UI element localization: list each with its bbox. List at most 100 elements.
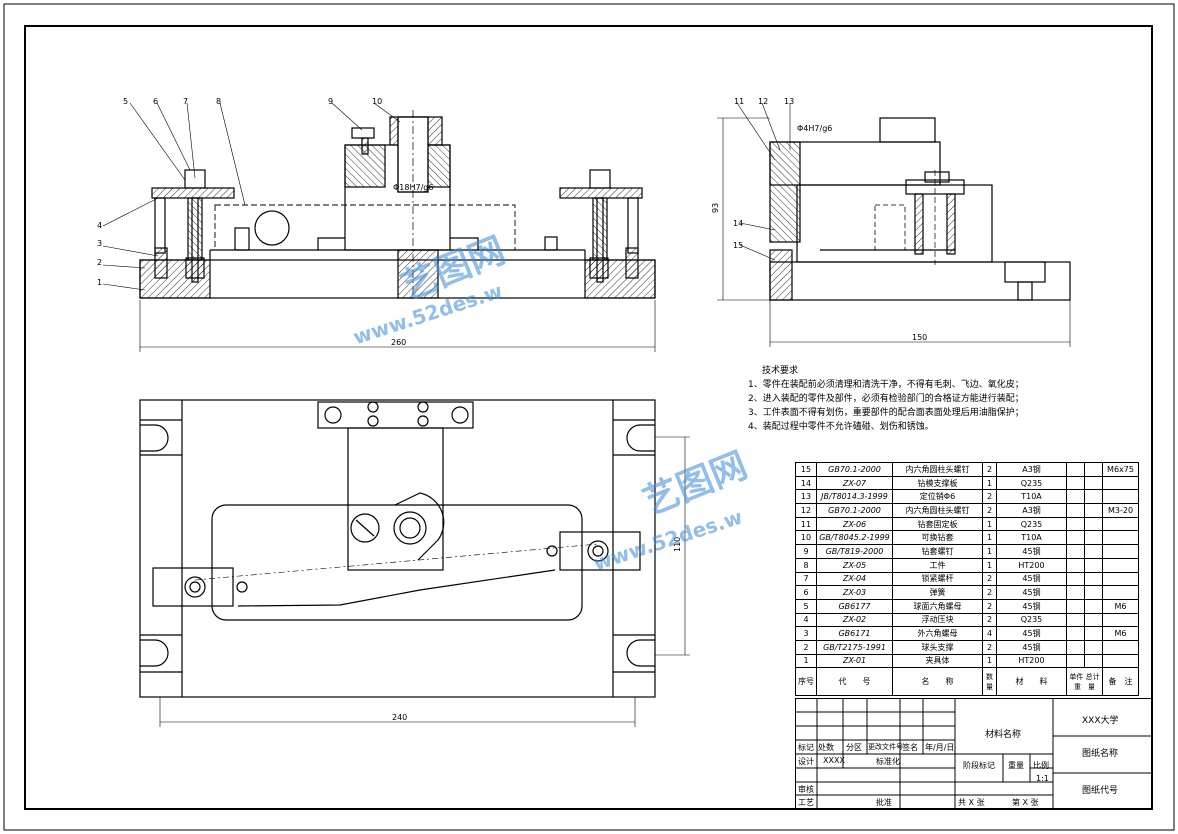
tb-standard: 标准化 — [876, 757, 900, 766]
tb-process: 工艺 — [798, 798, 814, 807]
side-view — [717, 102, 1071, 347]
tb-date: 年/月/日 — [925, 743, 955, 752]
bom-cell-total-weight — [1084, 626, 1103, 641]
bom-cell-note — [1102, 489, 1139, 505]
bom-cell-unit-weight — [1066, 462, 1085, 477]
balloon-6: 6 — [153, 97, 158, 106]
tech-item: 2、进入装配的零件及部件，必须有检验部门的合格证方能进行装配； — [748, 394, 1024, 404]
technical-requirements: 技术要求 1、零件在装配前必须清理和清洗干净，不得有毛刺、飞边、氧化皮； 2、进… — [748, 364, 1024, 434]
tb-drawing-code: 图纸代号 — [1082, 786, 1119, 796]
bom-cell-code: ZX-01 — [816, 653, 893, 669]
tb-sheets: 共 X 张 — [958, 798, 985, 807]
bom-cell-qty: 1 — [982, 475, 997, 491]
bom-cell-total-weight — [1084, 516, 1103, 532]
bom-cell-unit-weight — [1066, 571, 1085, 587]
bom-cell-material: Q235 — [996, 475, 1067, 491]
bom-header-code: 代 号 — [816, 667, 893, 697]
bom-cell-note: M3-20 — [1102, 503, 1139, 518]
bom-cell-material: HT200 — [996, 653, 1067, 669]
bom-cell-code: ZX-04 — [816, 571, 893, 587]
tb-zone: 分区 — [846, 743, 862, 752]
bom-cell-no: 14 — [795, 475, 817, 491]
dim-top-width: 240 — [392, 713, 407, 722]
bom-cell-name: 工件 — [892, 557, 983, 573]
bom-cell-code: GB/T819-2000 — [816, 544, 893, 559]
bom-cell-code: GB70.1-2000 — [816, 503, 893, 518]
bom-cell-name: 定位销Φ6 — [892, 489, 983, 505]
bom-cell-unit-weight — [1066, 626, 1085, 641]
bom-cell-material: 45钢 — [996, 544, 1067, 559]
bom-cell-qty: 2 — [982, 489, 997, 505]
bom-cell-note — [1102, 571, 1139, 587]
tb-scale: 比例 — [1033, 761, 1049, 770]
bom-cell-material: T10A — [996, 489, 1067, 505]
bom-cell-name: 钻套螺钉 — [892, 544, 983, 559]
bom-cell-material: 45钢 — [996, 639, 1067, 655]
balloon-13: 13 — [784, 97, 794, 106]
bom-cell-name: 钻模支撑板 — [892, 475, 983, 491]
title-block-lines — [795, 698, 1152, 809]
bom-cell-unit-weight — [1066, 653, 1085, 669]
bom-cell-qty: 2 — [982, 598, 997, 614]
bom-cell-material: 45钢 — [996, 585, 1067, 600]
bom-cell-code: GB70.1-2000 — [816, 462, 893, 477]
bom-cell-no: 8 — [795, 557, 817, 573]
bom-cell-unit-weight — [1066, 530, 1085, 546]
balloon-15: 15 — [733, 241, 743, 250]
bom-cell-total-weight — [1084, 557, 1103, 573]
bom-cell-no: 12 — [795, 503, 817, 518]
bom-header-material: 材 料 — [996, 667, 1067, 697]
bom-cell-code: ZX-05 — [816, 557, 893, 573]
bom-cell-total-weight — [1084, 639, 1103, 655]
bom-cell-no: 13 — [795, 489, 817, 505]
tb-design-name: XXXX — [823, 756, 845, 765]
bom-cell-qty: 1 — [982, 530, 997, 546]
tech-item: 3、工件表面不得有划伤，重要部件的配合面表面处理后用油脂保护； — [748, 408, 1024, 418]
bom-cell-name: 球面六角螺母 — [892, 598, 983, 614]
bom-cell-code: JB/T8014.3-1999 — [816, 489, 893, 505]
bom-cell-note — [1102, 544, 1139, 559]
tb-review: 审核 — [798, 785, 814, 794]
bom-cell-qty: 4 — [982, 626, 997, 641]
bom-cell-code: GB6177 — [816, 598, 893, 614]
tb-sheet-no: 第 X 张 — [1012, 798, 1039, 807]
bom-cell-qty: 2 — [982, 462, 997, 477]
balloon-10: 10 — [372, 97, 382, 106]
bom-cell-material: T10A — [996, 530, 1067, 546]
bom-cell-no: 3 — [795, 626, 817, 641]
bom-cell-material: Q235 — [996, 516, 1067, 532]
bom-cell-name: 浮动压块 — [892, 612, 983, 628]
tb-design: 设计 — [798, 757, 814, 766]
bom-cell-code: ZX-03 — [816, 585, 893, 600]
tb-drawing-name: 图纸名称 — [1082, 749, 1119, 759]
bom-cell-name: 钻套固定板 — [892, 516, 983, 532]
bom-header-unit: 单件 — [1069, 672, 1084, 681]
bom-cell-material: 45钢 — [996, 626, 1067, 641]
tech-title: 技术要求 — [762, 366, 799, 376]
tb-approve: 批准 — [876, 798, 892, 807]
bom-cell-total-weight — [1084, 462, 1103, 477]
bom-cell-note — [1102, 475, 1139, 491]
bom-header-row: 序号 代 号 名 称 数量 材 料 单件 总计 重 量 备 注 — [795, 667, 1139, 697]
dim-side-width: 150 — [912, 333, 927, 342]
bom-cell-name: 夹具体 — [892, 653, 983, 669]
bom-cell-no: 6 — [795, 585, 817, 600]
bom-cell-no: 5 — [795, 598, 817, 614]
bom-cell-note — [1102, 653, 1139, 669]
outer-frame — [3, 3, 1175, 831]
bom-cell-unit-weight — [1066, 639, 1085, 655]
bom-cell-name: 球头支撑 — [892, 639, 983, 655]
bom-cell-total-weight — [1084, 503, 1103, 518]
bom-cell-no: 2 — [795, 639, 817, 655]
bom-cell-code: ZX-07 — [816, 475, 893, 491]
dim-front-width: 260 — [391, 338, 406, 347]
tb-count: 处数 — [818, 743, 834, 752]
